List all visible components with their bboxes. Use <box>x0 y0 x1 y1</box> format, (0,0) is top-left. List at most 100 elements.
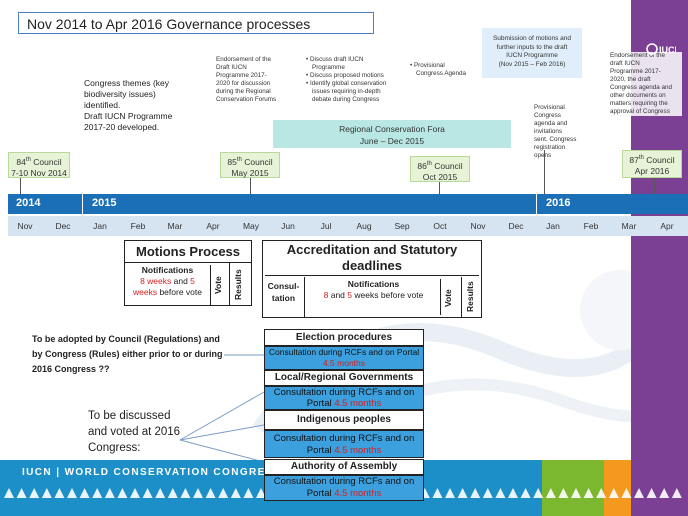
submission-box: Submission of motions and further inputs… <box>482 28 582 78</box>
footer-triangle <box>104 488 115 498</box>
year-divider <box>536 194 537 236</box>
footer-triangle <box>79 488 90 498</box>
topic-authority-body: Consultation during RCFs and on Portal 4… <box>264 475 424 501</box>
footer-triangle <box>130 488 140 498</box>
topic-election-title: Election procedures <box>264 329 424 346</box>
footer-triangle <box>193 488 203 498</box>
footer-triangle <box>508 488 518 498</box>
year-label: 2016 <box>546 197 571 209</box>
month-label: Sep <box>394 221 410 231</box>
footer-triangle <box>432 488 443 498</box>
motions-process-box: Motions Process Notifications 8 weeks an… <box>124 240 252 306</box>
footer-triangle <box>583 488 594 498</box>
discuss-text: To be discussed and voted at 2016 Congre… <box>88 410 181 454</box>
footer-triangle <box>16 488 27 498</box>
topic-indigenous-title: Indigenous peoples <box>264 410 424 430</box>
svg-text:IUCN: IUCN <box>659 45 676 55</box>
footer-triangle <box>659 488 670 498</box>
discuss-bullets-note: • Discuss draft IUCN Programme • Discuss… <box>306 56 387 103</box>
connector-line <box>250 178 251 194</box>
footer-triangle <box>646 488 657 498</box>
connector-line <box>439 182 440 194</box>
accreditation-box: Accreditation and Statutory deadlines Co… <box>262 240 482 318</box>
footer-text: IUCN | WORLD CONSERVATION CONGRESS HAWAI… <box>22 467 335 478</box>
topic-local-body: Consultation during RCFs and on Portal 4… <box>264 386 424 410</box>
endorsement-draft-note: Endorsement of the Draft IUCN Programme … <box>216 56 277 103</box>
month-label: Nov <box>17 221 33 231</box>
footer-triangle <box>142 488 153 498</box>
month-label: Aug <box>356 221 372 231</box>
council-86: 86th Council Oct 2015 <box>410 156 470 182</box>
accreditation-consultation: Consul-tation <box>263 277 305 317</box>
footer-green-block <box>542 460 604 516</box>
adopt-text: To be adopted by Council (Regulations) a… <box>32 334 223 374</box>
footer-triangle <box>243 488 254 498</box>
council-85: 85th Council May 2015 <box>220 152 280 178</box>
year-label: 2015 <box>92 197 117 209</box>
council-87: 87th Council Apr 2016 <box>622 150 682 178</box>
year-bar <box>8 194 688 214</box>
footer-triangle <box>470 488 481 498</box>
topic-local-title: Local/Regional Governments <box>264 370 424 386</box>
footer-triangle <box>218 488 229 498</box>
connector-line <box>654 178 655 194</box>
accreditation-title: Accreditation and Statutory deadlines <box>265 242 479 276</box>
month-label: Feb <box>130 221 146 231</box>
footer-triangle <box>621 488 632 498</box>
month-bar <box>8 216 688 236</box>
topic-indigenous-body: Consultation during RCFs and on Portal 4… <box>264 430 424 458</box>
divider <box>229 263 230 305</box>
month-label: Dec <box>508 221 524 231</box>
footer-triangle <box>495 488 506 498</box>
month-label: Feb <box>583 221 599 231</box>
month-label: Oct <box>433 221 447 231</box>
topic-authority-title: Authority of Assembly <box>264 459 424 475</box>
footer-triangle <box>445 488 455 498</box>
footer-triangle <box>29 488 40 498</box>
month-label: May <box>242 221 260 231</box>
month-label: Dec <box>55 221 71 231</box>
footer-triangle <box>520 488 531 498</box>
footer-triangle <box>256 488 266 498</box>
month-label: Apr <box>660 221 674 231</box>
accreditation-notifications: Notifications 8 and 5 weeks before vote <box>307 279 441 315</box>
footer-triangle <box>67 488 77 498</box>
month-label: Mar <box>621 221 637 231</box>
footer-triangle <box>533 488 544 498</box>
motions-notifications: Notifications 8 weeks and 5 weeks before… <box>125 265 211 305</box>
footer-triangle <box>117 488 128 498</box>
month-label: Jun <box>281 221 295 231</box>
footer-triangle <box>205 488 216 498</box>
footer-triangle <box>41 488 52 498</box>
footer-triangle <box>92 488 103 498</box>
footer-triangle <box>155 488 166 498</box>
footer-triangle <box>167 488 178 498</box>
month-label: Nov <box>470 221 486 231</box>
footer-triangle <box>230 488 241 498</box>
council-84: 84th Council 7-10 Nov 2014 <box>8 152 70 178</box>
footer-triangle <box>608 488 619 498</box>
footer-triangle <box>54 488 65 498</box>
divider <box>461 277 462 317</box>
iucn-logo-icon: IUCN <box>646 43 676 55</box>
congress-themes-note: Congress themes (key biodiversity issues… <box>84 78 173 132</box>
month-label: Jan <box>546 221 560 231</box>
topic-election-body: Consultation during RCFs and on Portal 4… <box>264 346 424 370</box>
footer-triangle <box>634 488 644 498</box>
footer-triangle <box>558 488 569 498</box>
footer-triangle <box>457 488 468 498</box>
year-label: 2014 <box>16 197 41 209</box>
provisional-sent-note: Provisional Congress agenda and invitati… <box>534 104 577 159</box>
footer-triangle <box>571 488 581 498</box>
connector-line <box>544 150 545 194</box>
endorsement-final-note: Endorsement of the draft IUCN Programme … <box>610 52 682 116</box>
footer-triangle <box>180 488 191 498</box>
footer-purple-block <box>631 460 688 516</box>
footer-triangle <box>4 488 14 498</box>
provisional-agenda-note: • Provisional Congress Agenda <box>410 62 467 77</box>
footer-triangle <box>596 488 607 498</box>
year-divider <box>82 194 83 236</box>
motions-title: Motions Process <box>125 241 251 263</box>
footer-triangle <box>671 488 682 498</box>
